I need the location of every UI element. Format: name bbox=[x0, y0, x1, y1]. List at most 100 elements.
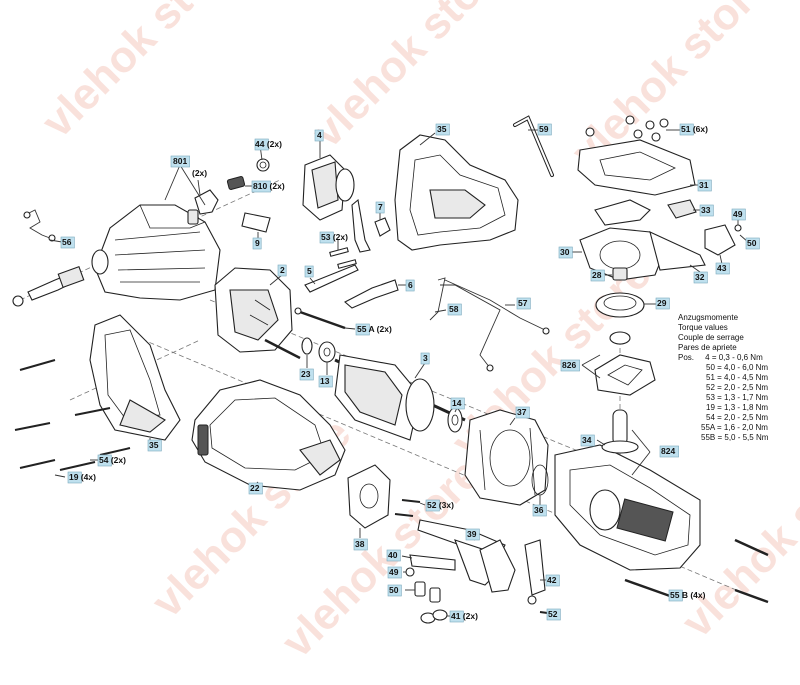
callout-42: 42 bbox=[547, 575, 557, 585]
callout-51: 51 (6x) bbox=[681, 124, 708, 134]
callout-tag bbox=[318, 375, 333, 388]
callout-50-bottom: 50 bbox=[389, 585, 399, 595]
spindle-parts bbox=[594, 292, 656, 454]
torque-pos: 51 bbox=[706, 373, 715, 382]
callout-tag bbox=[299, 368, 314, 381]
blade-clamp-parts bbox=[577, 115, 742, 281]
torque-value: = 4,0 - 6,0 Nm bbox=[717, 363, 769, 372]
wire-parts bbox=[429, 277, 550, 372]
callout-19: 19 (4x) bbox=[69, 472, 96, 482]
callout-49-top: 49 bbox=[733, 209, 743, 219]
switch-part bbox=[302, 154, 355, 221]
callout-22: 22 bbox=[250, 483, 260, 493]
callout-tag bbox=[405, 279, 415, 292]
lever-parts bbox=[409, 519, 546, 605]
callout-43: 43 bbox=[717, 263, 727, 273]
callout-23: 23 bbox=[301, 369, 311, 379]
callout-50-top: 50 bbox=[747, 238, 757, 248]
handle-housing-part bbox=[394, 134, 519, 251]
small-parts-group bbox=[304, 198, 399, 309]
callout-tag bbox=[60, 236, 75, 249]
torque-pos: 4 bbox=[705, 353, 710, 362]
torque-heading: Couple de serrage bbox=[678, 333, 744, 342]
callout-55a: 55 A (2x) bbox=[357, 324, 392, 334]
callout-tag bbox=[252, 237, 262, 250]
callout-tag bbox=[449, 610, 464, 623]
callout-labels: 801 44 (2x) 4 35 59 51 (6x) (2x) 810 (2x… bbox=[49, 123, 760, 623]
torque-value: = 1,3 - 1,8 Nm bbox=[717, 403, 769, 412]
callout-824: 824 bbox=[661, 446, 675, 456]
callout-38: 38 bbox=[355, 539, 365, 549]
callout-tag bbox=[699, 204, 714, 217]
callout-tag bbox=[375, 201, 385, 214]
callout-tag bbox=[387, 584, 402, 597]
torque-value: = 1,6 - 2,0 Nm bbox=[717, 423, 768, 432]
torque-row: 19 = 1,3 - 1,8 Nm bbox=[678, 403, 768, 413]
callout-55b: 55 B (4x) bbox=[670, 590, 706, 600]
callout-7: 7 bbox=[378, 202, 383, 212]
torque-row: 53 = 1,3 - 1,7 Nm bbox=[678, 393, 768, 403]
torque-pos: 55B bbox=[701, 433, 716, 442]
callout-tag bbox=[314, 129, 324, 142]
callout-tag bbox=[319, 231, 334, 244]
torque-pos: 52 bbox=[706, 383, 715, 392]
torque-row: 55A = 1,6 - 2,0 Nm bbox=[678, 423, 768, 433]
callout-56: 56 bbox=[62, 237, 72, 247]
power-cord-part bbox=[12, 209, 85, 307]
armature-part bbox=[301, 337, 466, 441]
callout-49-bottom: 49 bbox=[389, 567, 399, 577]
torque-pos: 19 bbox=[706, 403, 715, 412]
callout-tag bbox=[420, 352, 430, 365]
callout-36: 36 bbox=[534, 505, 544, 515]
callout-tag bbox=[425, 499, 440, 512]
callout-6: 6 bbox=[408, 280, 413, 290]
callout-35-top: 35 bbox=[437, 124, 447, 134]
callout-tag bbox=[450, 397, 465, 410]
callout-tag bbox=[745, 237, 760, 250]
torque-row: Pos. 4 = 0,3 - 0,6 Nm bbox=[678, 353, 768, 363]
callout-tag bbox=[731, 208, 746, 221]
torque-row: 55B = 5,0 - 5,5 Nm bbox=[678, 433, 768, 443]
callout-tag bbox=[386, 549, 401, 562]
torque-heading: Pares de apriete bbox=[678, 343, 737, 352]
torque-row: 50 = 4,0 - 6,0 Nm bbox=[678, 363, 768, 373]
callout-tag bbox=[560, 359, 580, 372]
callout-30: 30 bbox=[560, 247, 570, 257]
housing-shell-part bbox=[191, 379, 346, 491]
torque-value: = 5,0 - 5,5 Nm bbox=[717, 433, 769, 442]
callout-14: 14 bbox=[452, 398, 462, 408]
callout-tag bbox=[655, 297, 670, 310]
callout-tag bbox=[147, 439, 162, 452]
cover-plate-part bbox=[347, 464, 391, 529]
callout-39: 39 bbox=[467, 529, 477, 539]
callout-tag bbox=[532, 504, 547, 517]
callout-34: 34 bbox=[582, 435, 592, 445]
callout-32: 32 bbox=[695, 272, 705, 282]
callout-tag bbox=[170, 155, 190, 168]
callout-41: 41 (2x) bbox=[451, 611, 478, 621]
torque-values-table: Anzugsmomente Torque values Couple de se… bbox=[678, 313, 768, 443]
callout-tag bbox=[353, 538, 368, 551]
callout-tag bbox=[465, 528, 480, 541]
callout-53: 53 (2x) bbox=[321, 232, 348, 242]
callout-2x: (2x) bbox=[192, 168, 207, 178]
callout-tag bbox=[248, 482, 263, 495]
callout-tag bbox=[545, 574, 560, 587]
callout-tag bbox=[679, 123, 694, 136]
callout-tag bbox=[251, 180, 271, 193]
callout-33: 33 bbox=[701, 205, 711, 215]
callout-tag bbox=[580, 434, 595, 447]
torque-row: 52 = 2,0 - 2,5 Nm bbox=[678, 383, 768, 393]
torque-value: = 0,3 - 0,6 Nm bbox=[711, 353, 763, 362]
field-coil-part bbox=[214, 267, 293, 353]
callout-tag bbox=[515, 406, 530, 419]
callout-37: 37 bbox=[517, 407, 527, 417]
watermark: vlehok store bbox=[302, 0, 520, 157]
callout-tag bbox=[693, 271, 708, 284]
callout-tag bbox=[668, 589, 683, 602]
torque-value: = 2,0 - 2,5 Nm bbox=[717, 383, 769, 392]
callout-tag bbox=[387, 566, 402, 579]
callout-13: 13 bbox=[320, 376, 330, 386]
screws-55b-part bbox=[624, 538, 769, 604]
